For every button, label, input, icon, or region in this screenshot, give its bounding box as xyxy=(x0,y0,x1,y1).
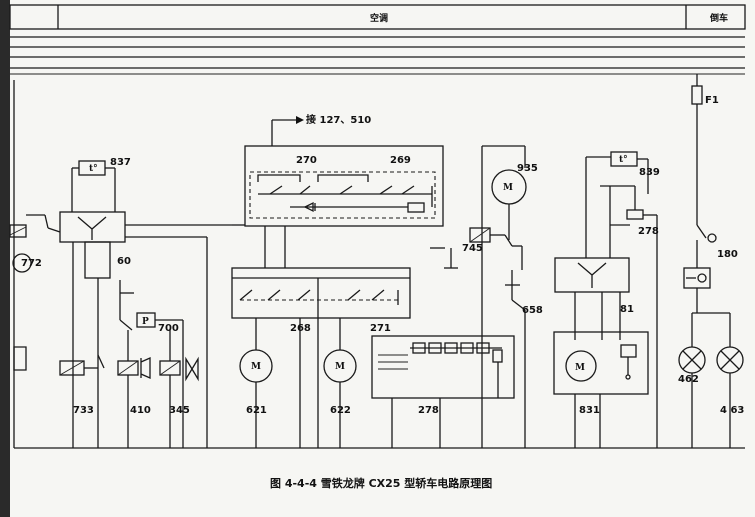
header-corner-tab: 倒车 xyxy=(709,12,728,24)
label-658: 658 xyxy=(522,305,543,316)
middle-section xyxy=(231,116,515,448)
label-81: 81 xyxy=(620,304,634,315)
label-463: 4 63 xyxy=(720,405,744,416)
label-270: 270 xyxy=(296,155,317,166)
motor-622-symbol: M xyxy=(335,362,345,372)
fan-motor-935-symbol: M xyxy=(503,183,513,193)
label-278-thermo: 278 xyxy=(638,226,659,237)
label-621: 621 xyxy=(246,405,267,416)
figure-caption: 图 4-4-4 雪铁龙牌 CX25 型轿车电路原理图 xyxy=(270,476,492,490)
fan-relay-section xyxy=(430,145,527,448)
label-462: 462 xyxy=(678,374,699,385)
temp-sensor-837-symbol: t° xyxy=(89,164,98,174)
label-622: 622 xyxy=(330,405,351,416)
left-section xyxy=(9,80,232,448)
right-section xyxy=(553,151,658,448)
label-F1: F1 xyxy=(705,95,719,106)
label-839: 839 xyxy=(639,167,660,178)
label-269: 269 xyxy=(390,155,411,166)
label-772: 772 xyxy=(21,258,42,269)
label-278-resistor: 278 xyxy=(418,405,439,416)
label-700: 700 xyxy=(158,323,179,334)
connection-note: 接 127、510 xyxy=(306,113,371,126)
motor-621-symbol: M xyxy=(251,362,261,372)
temp-sensor-839-symbol: t° xyxy=(619,155,628,165)
label-410: 410 xyxy=(130,405,151,416)
label-733: 733 xyxy=(73,405,94,416)
label-60: 60 xyxy=(117,256,131,267)
pressure-switch-symbol: P xyxy=(142,317,149,327)
header-title: 空调 xyxy=(370,12,388,24)
label-831: 831 xyxy=(579,405,600,416)
label-935: 935 xyxy=(517,163,538,174)
label-745: 745 xyxy=(462,243,483,254)
label-345: 345 xyxy=(169,405,190,416)
label-268: 268 xyxy=(290,323,311,334)
header-bands xyxy=(9,4,746,75)
motor-831-symbol: M xyxy=(575,363,585,373)
page-binding-edge xyxy=(0,0,10,517)
label-271: 271 xyxy=(370,323,391,334)
label-837: 837 xyxy=(110,157,131,168)
label-180: 180 xyxy=(717,249,738,260)
far-right-section xyxy=(678,74,744,448)
